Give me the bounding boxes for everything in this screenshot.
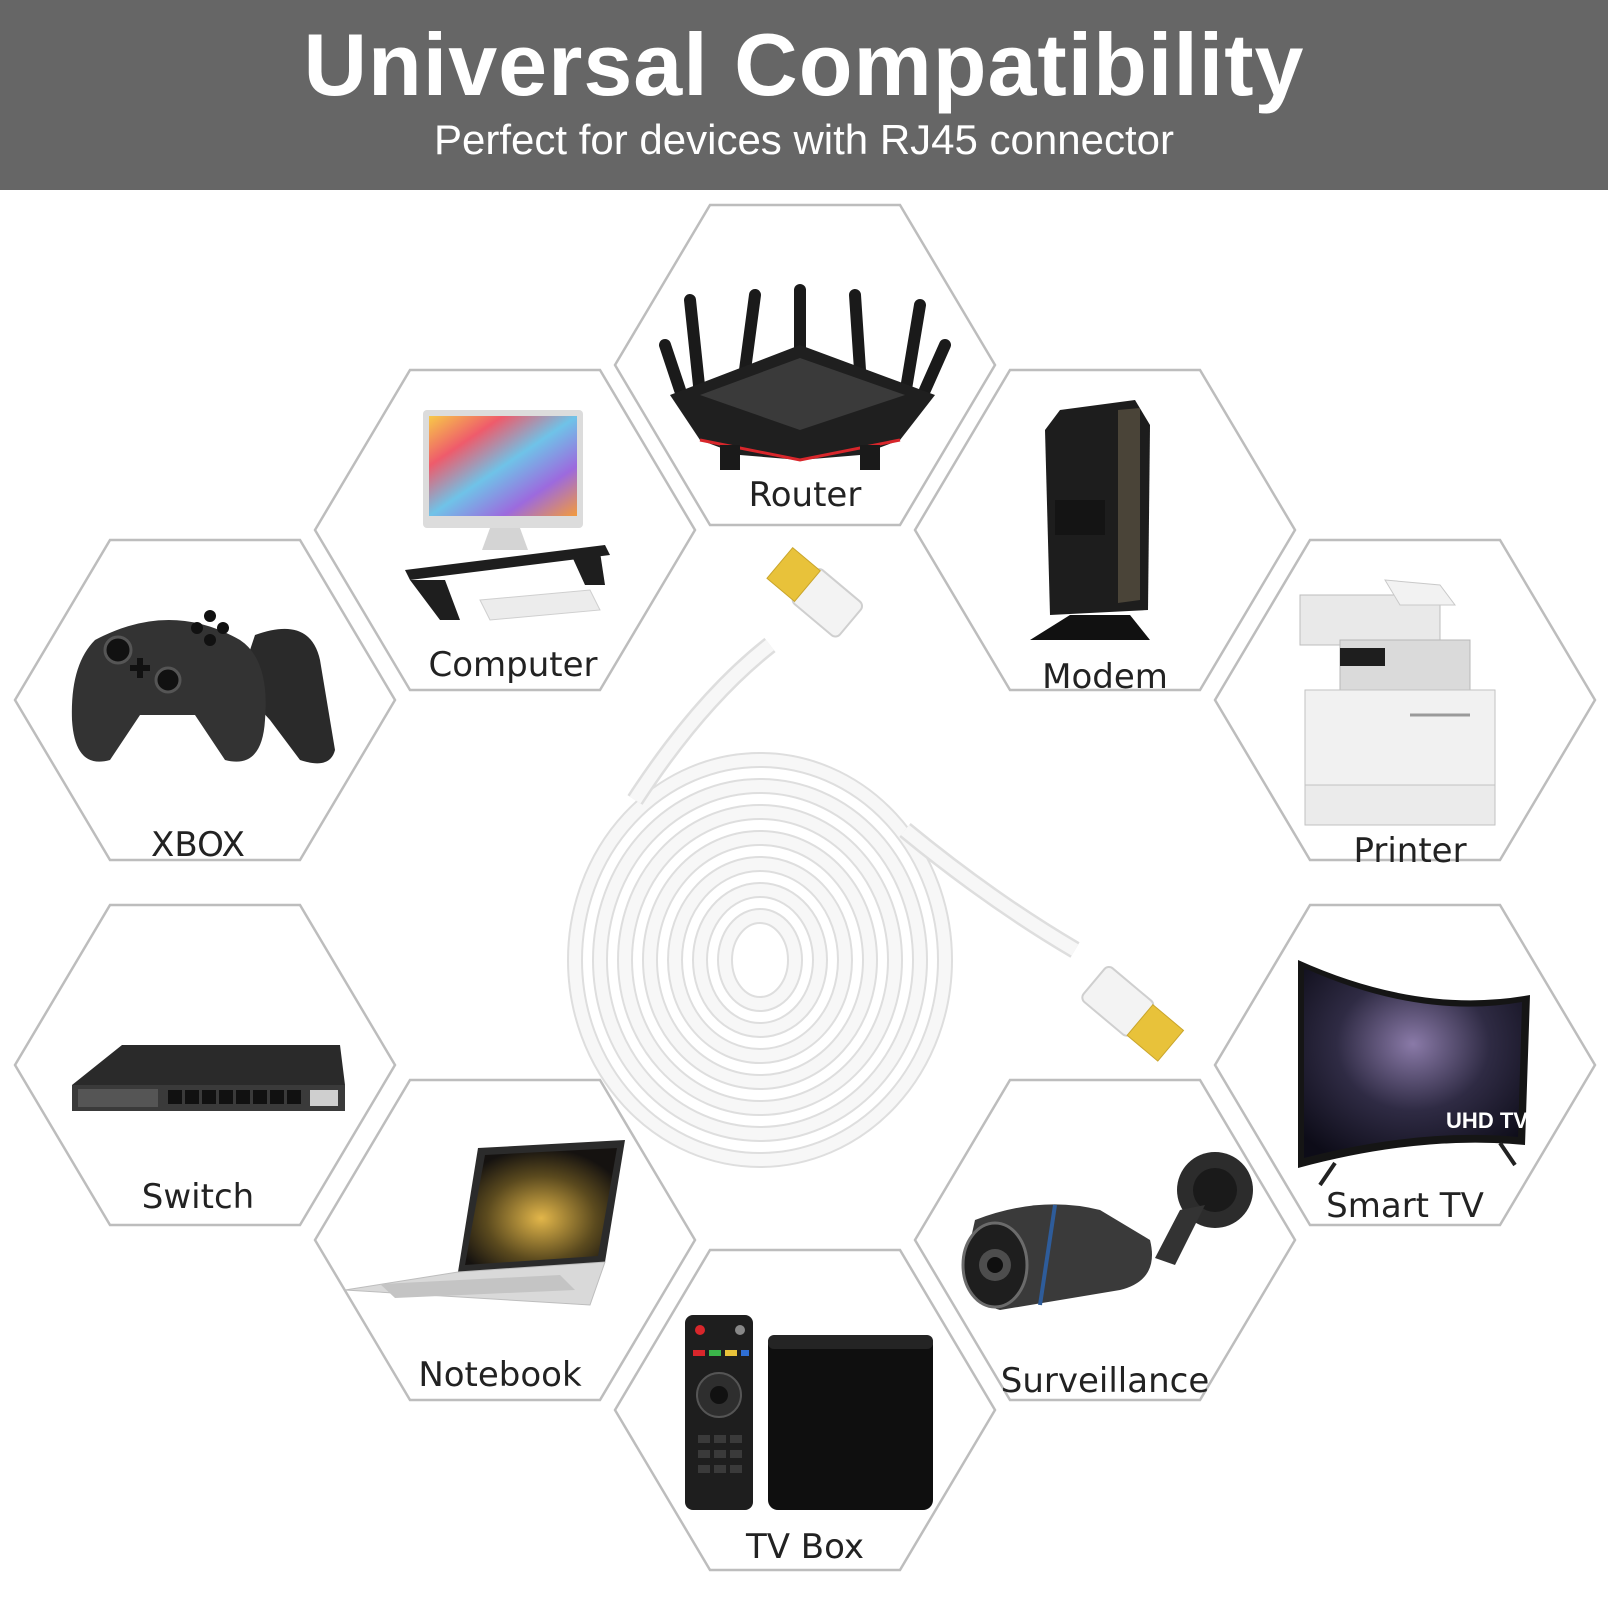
header-banner: Universal Compatibility Perfect for devi… xyxy=(0,0,1608,190)
surveillance-image xyxy=(961,1152,1253,1310)
surveillance-label: Surveillance xyxy=(1001,1361,1209,1401)
computer-image xyxy=(405,410,610,621)
printer-image xyxy=(1299,579,1496,826)
switch-label: Switch xyxy=(142,1177,254,1217)
tv-box-image xyxy=(685,1315,933,1510)
ethernet-cable-image xyxy=(567,546,1185,1168)
page-title: Universal Compatibility xyxy=(303,15,1305,114)
smart-tv-image: UHD TV xyxy=(1298,960,1530,1187)
xbox-label: XBOX xyxy=(151,825,245,865)
modem-label: Modem xyxy=(1042,657,1168,697)
router-label: Router xyxy=(749,475,862,515)
page-subtitle: Perfect for devices with RJ45 connector xyxy=(433,116,1174,163)
computer-label: Computer xyxy=(428,645,597,685)
printer-label: Printer xyxy=(1353,831,1466,871)
smart-tv-label: Smart TV xyxy=(1326,1186,1484,1226)
notebook-label: Notebook xyxy=(418,1355,582,1395)
modem-image xyxy=(1030,400,1150,640)
uhd-tv-badge: UHD TV xyxy=(1446,1108,1528,1133)
switch-image xyxy=(72,1045,345,1111)
tv-box-label: TV Box xyxy=(745,1527,864,1567)
xbox-image xyxy=(71,610,335,764)
router-image xyxy=(659,284,951,470)
notebook-image xyxy=(344,1140,625,1306)
